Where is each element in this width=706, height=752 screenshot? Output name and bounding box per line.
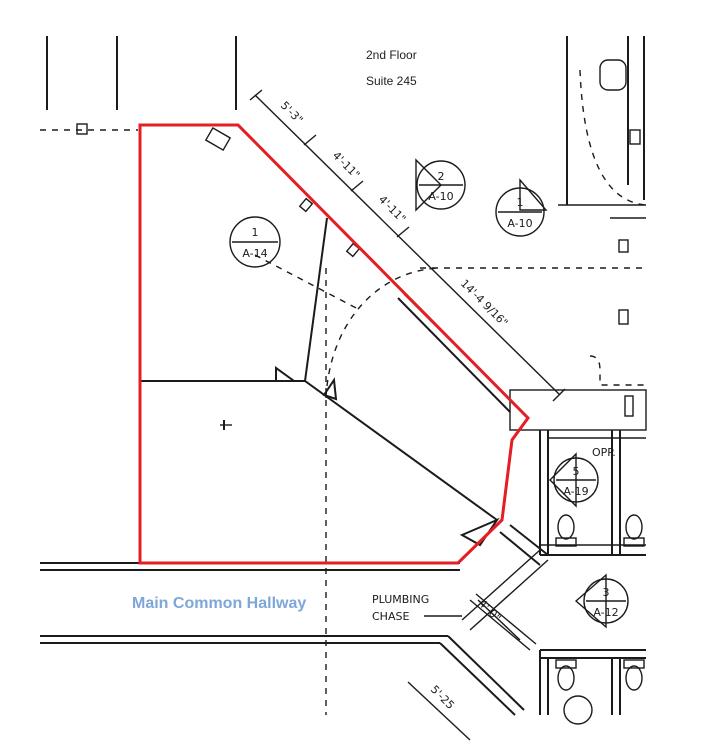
- floor-label: 2nd Floor: [366, 48, 417, 62]
- plumbing-label-line1: PLUMBING: [372, 593, 429, 606]
- suite-outline: [138, 123, 530, 565]
- section-marker-sheet: A-10: [428, 190, 453, 203]
- interior-lines: [140, 217, 500, 547]
- background-walls: [40, 36, 647, 725]
- plumbing-label-line2: CHASE: [372, 610, 409, 623]
- section-marker-a19: 5 A-19: [549, 452, 599, 508]
- section-marker-a10-right: 1 A-10: [495, 178, 548, 237]
- section-marker-sheet: A-19: [563, 485, 588, 498]
- section-marker-a10-left: 2 A-10: [415, 158, 466, 212]
- suite-label: Suite 245: [366, 74, 417, 88]
- section-marker-number: 1: [517, 196, 524, 209]
- section-marker-number: 3: [603, 586, 610, 599]
- section-marker-sheet: A-12: [593, 606, 618, 619]
- section-marker-sheet: A-14: [242, 247, 267, 260]
- section-marker-a12: 3 A-12: [574, 573, 629, 629]
- section-marker-number: 1: [252, 226, 259, 239]
- dimension-d2: 4'-11": [330, 149, 363, 182]
- dimension-d5: 5'-25: [428, 683, 457, 712]
- section-marker-number: 5: [573, 465, 580, 478]
- hallway-label: Main Common Hallway: [132, 595, 306, 612]
- dimension-d3: 4'-11": [376, 193, 409, 226]
- section-marker-sheet: A-10: [507, 217, 532, 230]
- opp-label: OPP.: [592, 446, 616, 459]
- section-marker-a14: 1 A-14: [229, 216, 281, 268]
- dimension-lines: [249, 89, 566, 741]
- section-marker-number: 2: [438, 170, 445, 183]
